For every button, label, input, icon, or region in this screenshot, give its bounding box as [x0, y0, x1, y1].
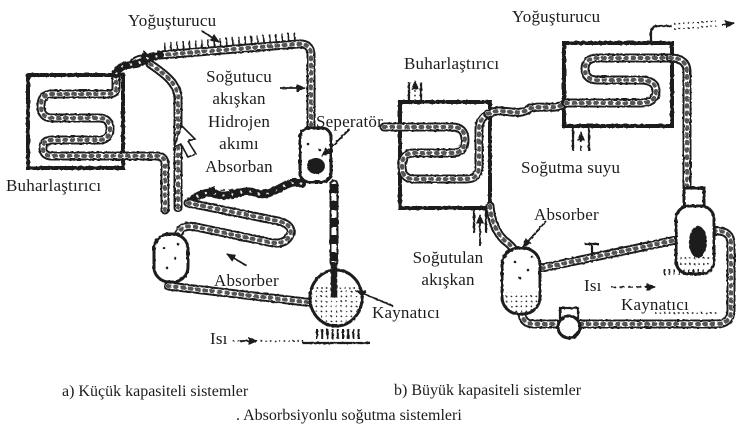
- left-absorber-label: Absorber: [214, 271, 279, 290]
- right-absorber-liquid: [502, 292, 540, 314]
- right-evaporator-label: Buharlaştırıcı: [404, 54, 500, 73]
- left-system-drawing: [26, 32, 370, 345]
- chilled-fluid-stub: [472, 208, 488, 233]
- caption-large-capacity: b) Büyük kapasiteli sistemler: [394, 382, 582, 399]
- right-condenser-box: [562, 41, 674, 128]
- cooling-water-stub: [571, 127, 591, 151]
- separator-label: Seperatör: [316, 112, 383, 131]
- hydrogen-flow-label: Hidrojen akımı: [207, 111, 271, 154]
- cooling-water-label: Soğutma suyu: [521, 158, 621, 177]
- caption-small-capacity: a) Küçük kapasiteli sistemler: [62, 383, 249, 400]
- left-evaporator-label: Buharlaştırıcı: [6, 176, 102, 195]
- left-evaporator-box: [26, 73, 125, 170]
- right-boiler-label: Kaynatıcı: [621, 295, 689, 314]
- flow-curl-arrow: [127, 50, 151, 64]
- separator-liquid: [307, 158, 325, 174]
- right-evaporator-box: [398, 100, 492, 210]
- right-absorber-label: Absorber: [534, 205, 599, 224]
- right-system-drawing: [384, 20, 735, 340]
- caption-figure-title: . Absorbsiyonlu soğutma sistemleri: [236, 407, 462, 424]
- left-heat-label: Isı: [210, 329, 228, 348]
- pump: [556, 314, 582, 340]
- hollow-flow-arrow: [172, 124, 198, 158]
- right-condenser-label: Yoğuşturucu: [512, 7, 601, 26]
- chilled-fluid-label: Soğutulan akışkan: [412, 248, 484, 290]
- evaporator-vent-stub: [407, 82, 423, 102]
- left-boiler-label: Kaynatıcı: [372, 303, 440, 322]
- absorbent-label: Absorban: [205, 156, 273, 176]
- right-heat-label: Isı: [584, 276, 602, 295]
- left-center-label-stack: Soğutucu akışkan Hidrojen akımı Absorban: [190, 66, 288, 178]
- left-absorber-reservoir: [152, 232, 190, 284]
- condenser-vent-pipe: [649, 24, 672, 43]
- label-arrows: [201, 30, 656, 345]
- refrigerant-label: Soğutucu akışkan: [206, 67, 272, 109]
- right-boiler-liquid: [689, 226, 707, 258]
- valve: [585, 242, 599, 256]
- vent-arrow: [721, 20, 735, 29]
- left-condenser-label: Yoğuşturucu: [128, 11, 217, 30]
